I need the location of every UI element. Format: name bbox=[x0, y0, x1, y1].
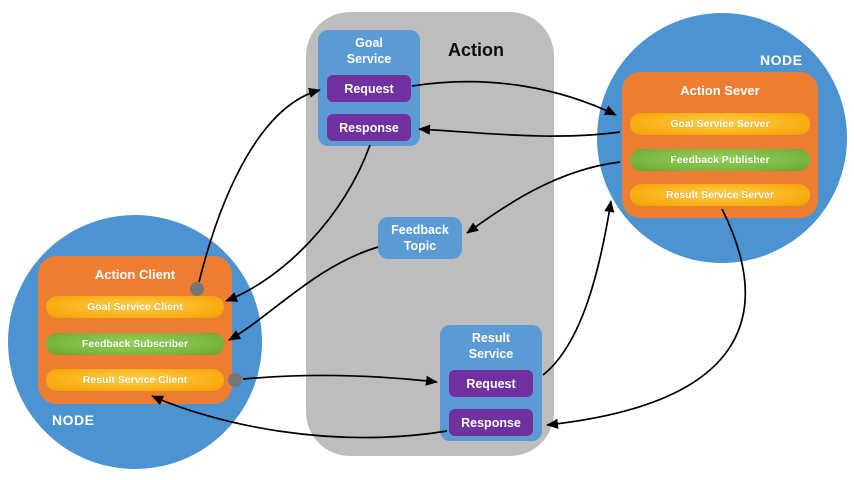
client-node-label: NODE bbox=[52, 412, 95, 428]
feedback-topic-box: Feedback Topic bbox=[378, 217, 462, 259]
goal-response-box: Response bbox=[327, 114, 411, 141]
result-response-box: Response bbox=[449, 409, 533, 436]
result-service-server-pill: Result Service Server bbox=[630, 184, 810, 206]
result-service-title: Result Service bbox=[468, 331, 514, 361]
action-title: Action bbox=[448, 40, 504, 60]
goal-service-title: Goal Service bbox=[346, 36, 392, 66]
goal-request-box: Request bbox=[327, 75, 411, 102]
result-request-box: Request bbox=[449, 370, 533, 397]
feedback-topic-title: Feedback Topic bbox=[391, 222, 449, 253]
result-service-box: Result Service Request Response bbox=[440, 325, 542, 441]
action-client-title: Action Client bbox=[94, 267, 176, 282]
goal-service-client-pill: Goal Service Client bbox=[46, 296, 224, 318]
result-service-client-pill: Result Service Client bbox=[46, 369, 224, 391]
action-client-box: Action Client Goal Service Client Feedba… bbox=[38, 256, 232, 404]
action-server-title: Action Sever bbox=[680, 83, 760, 98]
goal-client-connector-dot bbox=[190, 282, 204, 296]
goal-service-box: Goal Service Request Response bbox=[318, 30, 420, 146]
action-server-box: Action Sever Goal Service Server Feedbac… bbox=[622, 72, 818, 218]
server-node-label: NODE bbox=[760, 52, 803, 68]
feedback-subscriber-pill: Feedback Subscriber bbox=[46, 333, 224, 355]
feedback-publisher-pill: Feedback Publisher bbox=[630, 149, 810, 171]
goal-service-server-pill: Goal Service Server bbox=[630, 113, 810, 135]
result-client-connector-dot bbox=[228, 373, 242, 387]
